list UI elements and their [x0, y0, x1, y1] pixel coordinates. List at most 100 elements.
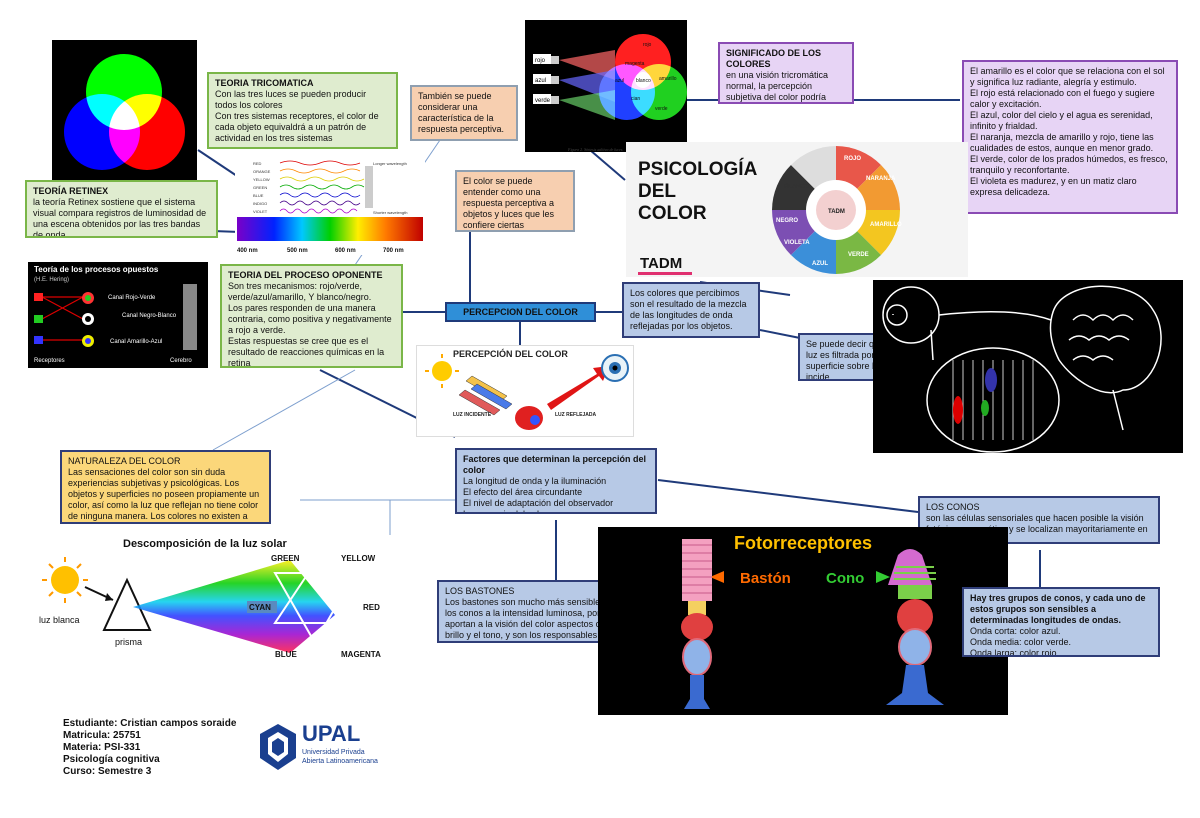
bastones-text: Los bastones son mucho más sensibles que…	[445, 597, 627, 640]
canal-rojo-verde-label: Canal Rojo-Verde	[108, 295, 156, 301]
descomposicion-title: Descomposición de la luz solar	[123, 538, 288, 550]
descomposicion-magenta-label: MAGENTA	[341, 650, 381, 659]
matricula-text: Matricula: 25751	[63, 730, 141, 741]
sintesis-circle-label: magenta	[625, 61, 645, 67]
significado-text: en una visión tricromática normal, la pe…	[726, 70, 829, 102]
psicologia-title-2: DEL	[638, 181, 676, 202]
bastones-title: LOS BASTONES	[445, 586, 515, 596]
upal-name: UPAL	[302, 721, 361, 746]
descomposicion-yellow-label: YELLOW	[341, 554, 376, 563]
luz-filtrada-text: Se puede decir que la luz es filtrada po…	[806, 339, 897, 381]
sintesis-circle-label: verde	[655, 106, 668, 112]
upal-line-1: Universidad Privada	[302, 749, 365, 756]
psicologia-color-image: PSICOLOGÍA DEL COLOR TADM TADM ROJO NARA…	[626, 142, 968, 277]
fotorreceptores-title: Fotorreceptores	[734, 533, 872, 553]
psicologia-segment-label: VERDE	[848, 252, 869, 258]
significado-title: SIGNIFICADO DE LOS COLORES	[726, 48, 822, 69]
asignatura-text: Psicología cognitiva	[63, 754, 160, 765]
grupos-conos-text: Onda corta: color azul. Onda media: colo…	[970, 626, 1072, 657]
sintesis-circle-label: blanco	[636, 78, 651, 84]
spectrum-tick-label: 600 nm	[335, 248, 356, 254]
procesos-opuestos-subtitle: (H.E. Hering)	[34, 277, 69, 283]
psicologia-title-3: COLOR	[638, 203, 707, 224]
grupos-conos-box: Hay tres grupos de conos, y cada uno de …	[962, 587, 1160, 657]
psicologia-segment-label: BLANCO	[784, 184, 810, 190]
teoria-tricromatica-text: Con las tres luces se pueden producir to…	[215, 89, 379, 143]
upal-emblem-icon	[260, 724, 296, 770]
luz-blanca-label: luz blanca	[39, 615, 80, 625]
prisma-label: prisma	[115, 637, 142, 647]
descomposicion-green-label: GREEN	[271, 554, 300, 563]
psicologia-segment-label: VIOLETA	[784, 240, 810, 246]
sintesis-circle-label: cian	[631, 96, 640, 102]
spectrum-wavelength-image: RED ORANGE YELLOW GREEN BLUE INDIGO VIOL…	[235, 160, 425, 255]
teoria-retinex-title: TEORÍA RETINEX	[33, 186, 109, 196]
naturaleza-color-title: NATURALEZA DEL COLOR	[68, 456, 181, 466]
psicologia-segment-label: AZUL	[812, 261, 828, 267]
psicologia-center-label: TADM	[828, 209, 845, 215]
color-entender-box: El color se puede entender como una resp…	[455, 170, 575, 232]
sintesis-circle-label: amarillo	[659, 76, 677, 82]
receptores-label: Receptores	[34, 358, 65, 364]
luz-incidente-label: LUZ INCIDENTE	[453, 412, 492, 418]
teoria-proceso-oponente-text: Son tres mecanismos: rojo/verde, verde/a…	[228, 281, 392, 368]
spectrum-svg: RED ORANGE YELLOW GREEN BLUE INDIGO VIOL…	[237, 160, 423, 254]
materia-text: Materia: PSI-331	[63, 742, 141, 753]
teoria-retinex-box: TEORÍA RETINEX la teoría Retinex sostien…	[25, 180, 218, 238]
respuesta-perceptiva-box: También se puede considerar una caracter…	[410, 85, 518, 141]
upal-logo: UPAL Universidad Privada Abierta Latinoa…	[258, 722, 398, 774]
respuesta-perceptiva-text: También se puede considerar una caracter…	[418, 91, 505, 134]
descomposicion-luz-image: Descomposición de la luz solar GREEN YEL…	[35, 535, 397, 663]
teoria-proceso-oponente-title: TEORIA DEL PROCESO OPONENTE	[228, 270, 383, 280]
descomposicion-red-label: RED	[363, 603, 380, 612]
rgb-additive-image	[52, 40, 197, 180]
estudiante-text: Estudiante: Cristian campos soraide	[63, 718, 237, 729]
baston-label: Bastón	[740, 570, 791, 587]
student-info: Estudiante: Cristian campos soraide Matr…	[63, 718, 236, 778]
sintesis-source-label: verde	[535, 98, 551, 104]
longer-wavelength-label: Longer wavelength	[373, 161, 407, 166]
teoria-proceso-oponente-box: TEORIA DEL PROCESO OPONENTE Son tres mec…	[220, 264, 403, 368]
spectrum-row-label: GREEN	[253, 185, 267, 190]
canal-negro-blanco-label: Canal Negro-Blanco	[122, 313, 177, 319]
procesos-opuestos-image: Teoría de los procesos opuestos (H.E. He…	[28, 262, 208, 368]
factores-title: Factores que determinan la percepción de…	[463, 454, 647, 475]
eye-brain-image	[873, 280, 1183, 453]
colores-percibimos-box: Los colores que percibimos son el result…	[622, 282, 760, 338]
psicologia-title-1: PSICOLOGÍA	[638, 158, 758, 180]
fotorreceptores-image: Fotorreceptores Bastón Cono	[598, 527, 1008, 715]
percepcion-luz-image: PERCEPCIÓN DEL COLOR LUZ INCIDENTE LUZ R…	[416, 345, 634, 437]
shorter-wavelength-label: Shorter wavelength	[373, 210, 407, 215]
significado-detalle-box: El amarillo es el color que se relaciona…	[962, 60, 1178, 214]
spectrum-tick-label: 700 nm	[383, 248, 404, 254]
psicologia-tadm-label: TADM	[640, 255, 682, 272]
colores-percibimos-text: Los colores que percibimos son el result…	[630, 288, 747, 331]
spectrum-row-label: INDIGO	[253, 201, 267, 206]
naturaleza-color-text: Las sensaciones del color son sin duda e…	[68, 467, 260, 521]
psicologia-segment-label: NEGRO	[776, 218, 798, 224]
percepcion-figure-title: PERCEPCIÓN DEL COLOR	[453, 348, 568, 359]
sintesis-circle-label: rojo	[643, 42, 652, 48]
upal-line-2: Abierta Latinoamericana	[302, 758, 378, 765]
grupos-conos-title: Hay tres grupos de conos, y cada uno de …	[970, 593, 1146, 625]
curso-text: Curso: Semestre 3	[63, 766, 152, 777]
significado-box: SIGNIFICADO DE LOS COLORES en una visión…	[718, 42, 854, 104]
psicologia-segment-label: AMARILLO	[870, 222, 902, 228]
cono-label: Cono	[826, 570, 864, 587]
sintesis-circle-label: azul	[615, 78, 624, 84]
canal-amarillo-azul-label: Canal Amarillo-Azul	[110, 339, 162, 345]
spectrum-tick-label: 400 nm	[237, 248, 258, 254]
sintesis-caption: Figura 2. Síntesis aditiva de luces.	[568, 147, 624, 152]
factores-items: La longitud de onda y la iluminación El …	[463, 476, 614, 514]
psicologia-segment-label: NARANJA	[866, 176, 896, 182]
spectrum-row-label: BLUE	[253, 193, 264, 198]
teoria-tricromatica-title: TEORIA TRICOMATICA	[215, 78, 314, 88]
procesos-opuestos-title: Teoría de los procesos opuestos	[34, 265, 159, 274]
spectrum-tick-label: 500 nm	[287, 248, 308, 254]
significado-detalle-text: El amarillo es el color que se relaciona…	[970, 66, 1168, 197]
sintesis-aditiva-image: rojo azul verde rojo magenta amarillo bl…	[525, 20, 687, 152]
psicologia-segment-label: ROJO	[844, 156, 861, 162]
factores-box: Factores que determinan la percepción de…	[455, 448, 657, 514]
spectrum-row-label: YELLOW	[253, 177, 270, 182]
sintesis-source-label: rojo	[535, 58, 546, 64]
